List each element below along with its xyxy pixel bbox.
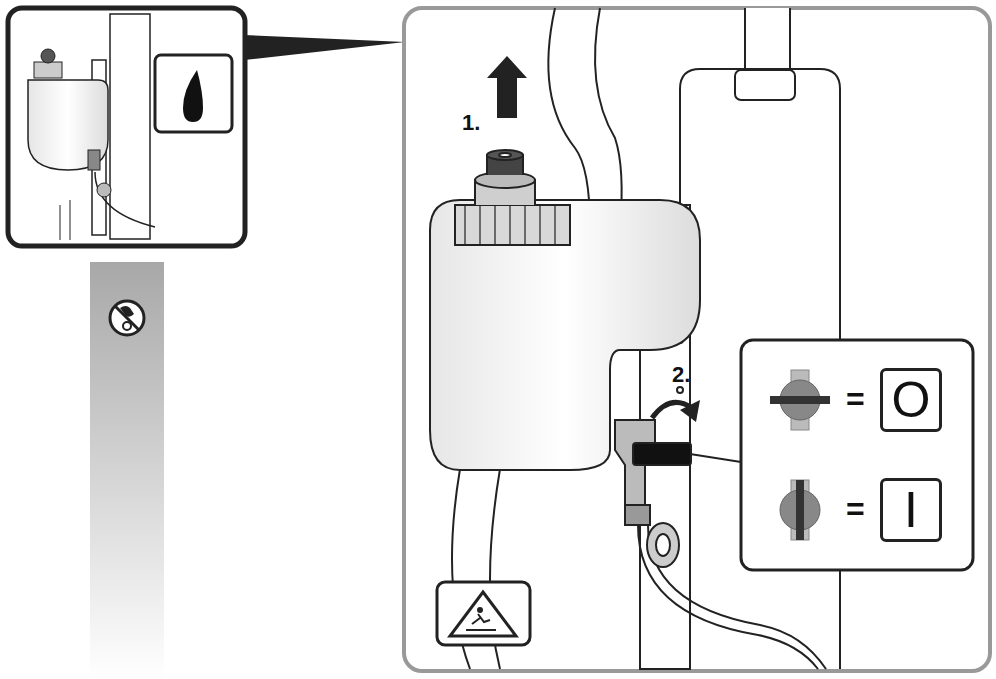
- callout-number: 2.: [672, 364, 690, 386]
- state-box: I: [880, 478, 942, 542]
- equals-sign: =: [846, 383, 865, 415]
- inset-view: [8, 8, 245, 246]
- prohibition-icon: [110, 301, 144, 335]
- state-symbol: O: [892, 375, 931, 425]
- callout-number: 1.: [462, 112, 480, 134]
- state-box: O: [880, 368, 942, 432]
- equals-sign: =: [846, 493, 865, 525]
- detail-panel: [404, 8, 990, 671]
- slip-hazard-icon: [437, 582, 530, 645]
- fade-band: [90, 262, 164, 679]
- state-symbol: I: [904, 485, 918, 535]
- valve-closed-symbol: [770, 370, 830, 430]
- lift-arrow: [487, 56, 527, 118]
- turn-arrow-head: [680, 400, 700, 422]
- zoom-wedge: [244, 35, 405, 60]
- valve-open-symbol: [780, 480, 820, 540]
- valve-callout: [741, 340, 973, 570]
- leader-line: [690, 454, 741, 462]
